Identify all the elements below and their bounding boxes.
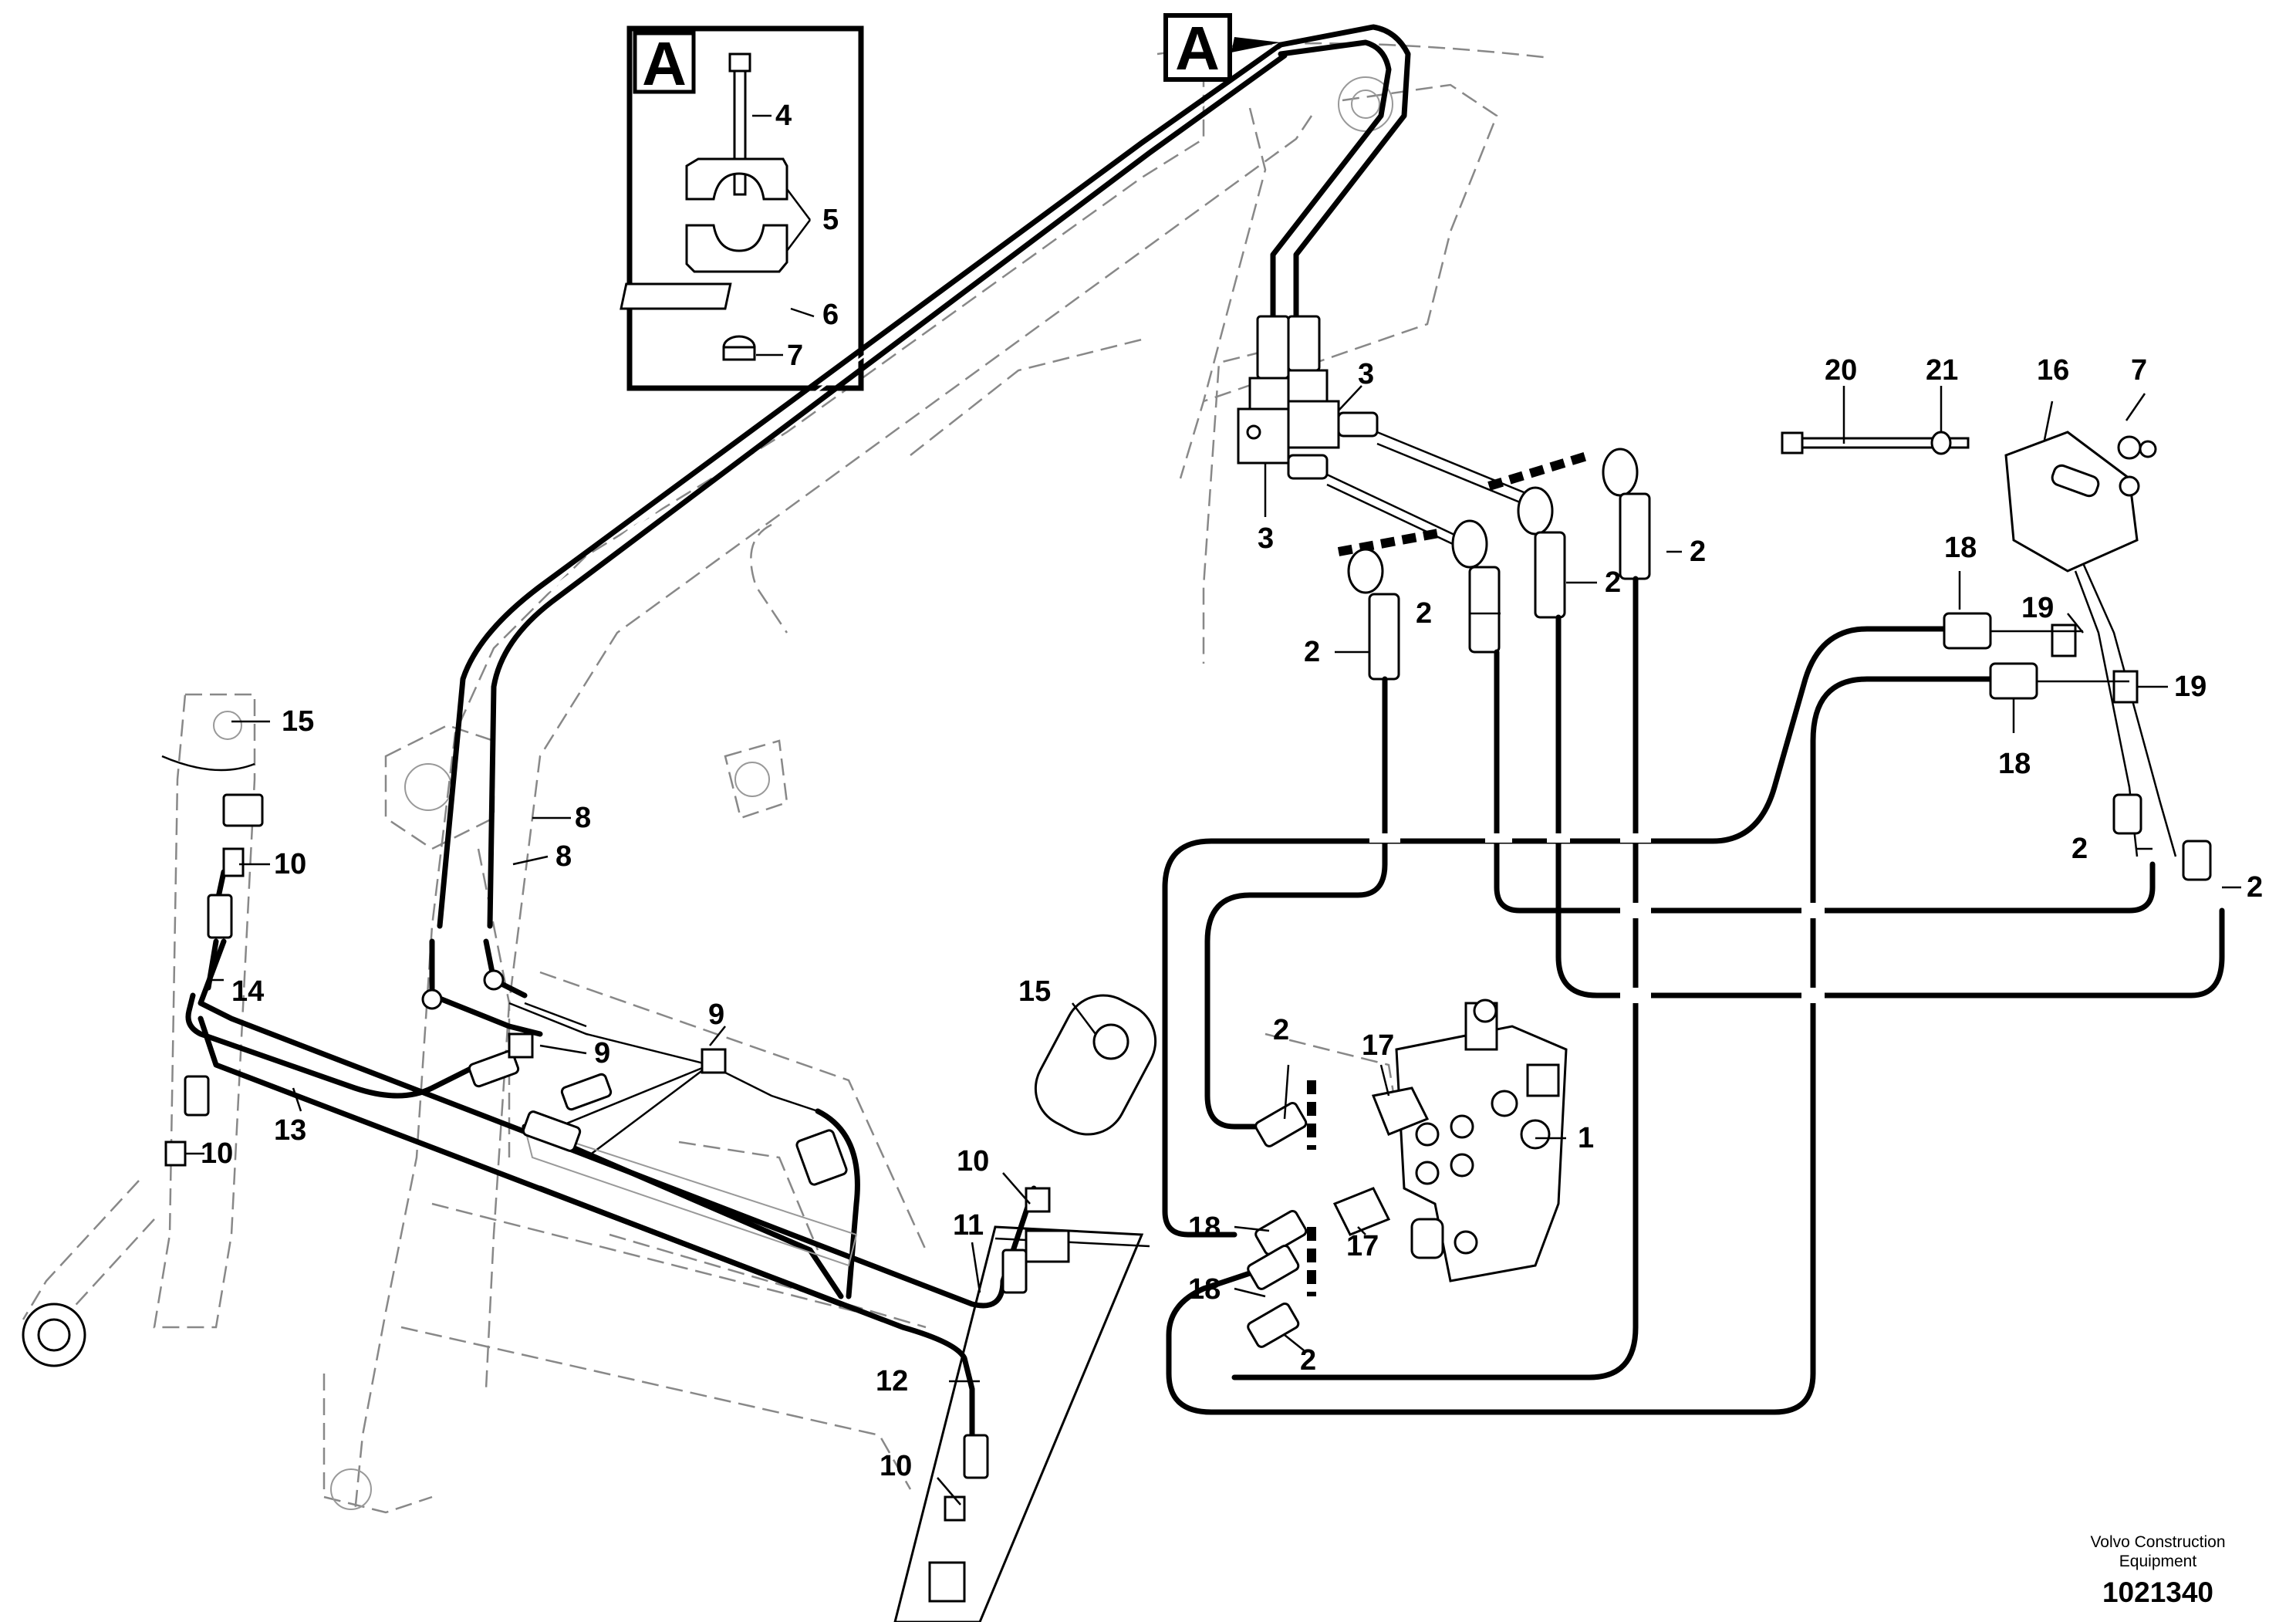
label-tee-right: 9	[708, 999, 724, 1031]
label-hose-13: 13	[274, 1114, 306, 1147]
label-tee19-b: 19	[2174, 671, 2207, 703]
label-hose18-c: 18	[1188, 1211, 1221, 1244]
label-hose-12: 12	[876, 1365, 908, 1397]
label-screw: 20	[1825, 354, 1857, 387]
adapter-block-top	[1237, 315, 1379, 480]
label-hose-g: 2	[1273, 1014, 1289, 1046]
label-elbow-upper: 17	[1362, 1029, 1394, 1062]
leader-lines	[185, 385, 2241, 1505]
detail-inset-a: A 4 5 6 7	[620, 25, 864, 391]
label-hose-a: 2	[1690, 536, 1706, 568]
footer: Volvo Construction Equipment 1021340	[2090, 1533, 2225, 1608]
label-cylinder-right: 15	[1018, 975, 1051, 1008]
inset-box-letter: A	[642, 29, 687, 98]
label-hose-11: 11	[953, 1209, 984, 1242]
label-hose18-d: 18	[1188, 1273, 1221, 1306]
label-hose18-b: 18	[1998, 748, 2031, 780]
label-union-a: 10	[274, 848, 306, 880]
label-valve: 1	[1578, 1122, 1594, 1154]
label-pipe-lower: 8	[555, 840, 572, 873]
label-union-b: 10	[201, 1137, 233, 1170]
label-union-c: 10	[957, 1145, 989, 1178]
label-cylinder-left: 15	[282, 705, 314, 738]
label-elbow-lower: 17	[1346, 1230, 1379, 1262]
label-cover-nut: 7	[2131, 354, 2147, 387]
lower-hoses	[164, 847, 1051, 1522]
label-union-d: 10	[880, 1450, 912, 1482]
right-cylinder	[893, 994, 1157, 1622]
label-hose-b: 2	[1605, 566, 1621, 599]
view-marker-letter: A	[1175, 14, 1220, 83]
inset-label-nut: 7	[787, 340, 803, 372]
main-hose-routing	[1162, 576, 2225, 1415]
label-adapter-lower: 3	[1258, 522, 1274, 555]
manufacturer-line2: Equipment	[2119, 1553, 2197, 1570]
left-cylinder	[22, 693, 264, 1367]
label-tee-left: 9	[594, 1037, 610, 1070]
label-hose-f: 2	[2247, 871, 2263, 904]
inset-label-clamp: 5	[822, 204, 839, 236]
valve-hose-ends	[1247, 1101, 1308, 1348]
view-marker-a: A	[1163, 13, 1281, 83]
label-washer: 21	[1926, 354, 1958, 387]
manufacturer-line1: Volvo Construction	[2090, 1533, 2225, 1551]
cover-assembly	[1781, 431, 2177, 857]
hose-crossings	[1369, 833, 1825, 1003]
part-labels: 1 2 2 2 2 2 2 2 2 2 3 3 7 16 20 21 18 18…	[201, 354, 2263, 1482]
inset-label-plate: 6	[822, 299, 839, 331]
label-cover: 16	[2037, 354, 2069, 387]
upper-pressure-lines	[1326, 431, 1651, 681]
inset-label-bolt: 4	[775, 100, 792, 132]
label-hose-h: 2	[1300, 1344, 1316, 1377]
label-tee19-a: 19	[2021, 592, 2054, 624]
label-hose-e: 2	[2071, 833, 2088, 865]
label-hose-d: 2	[1304, 636, 1320, 668]
label-adapter-upper: 3	[1358, 358, 1374, 390]
label-pipe-upper: 8	[575, 802, 591, 834]
label-hose18-a: 18	[1944, 532, 1977, 564]
right-fittings	[1943, 612, 2212, 881]
label-hose-c: 2	[1416, 597, 1432, 630]
boom-pipes	[437, 24, 1411, 929]
document-number: 1021340	[2102, 1576, 2213, 1608]
control-valve	[1307, 999, 1568, 1296]
label-hose-14: 14	[231, 975, 264, 1008]
